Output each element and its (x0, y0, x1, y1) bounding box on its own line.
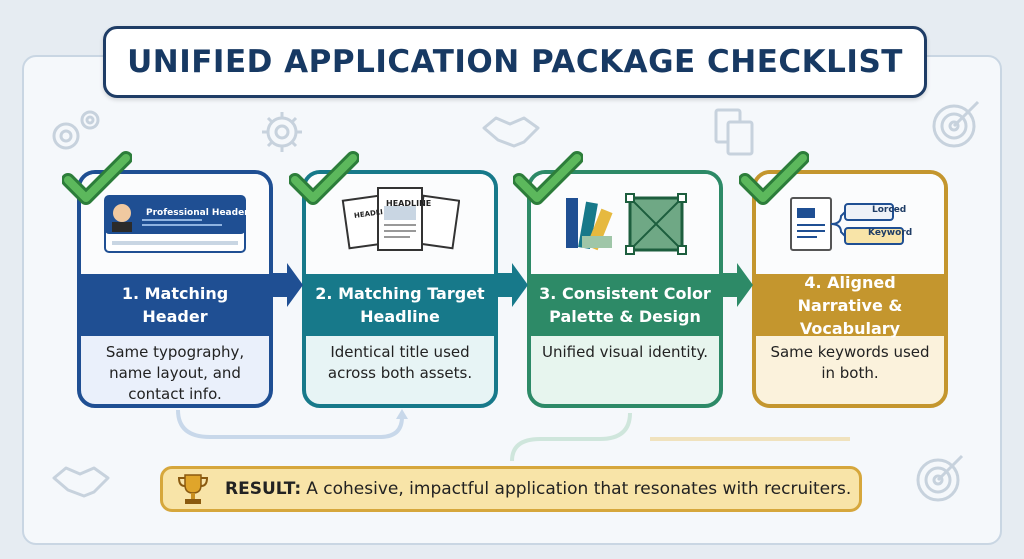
gear-icon (262, 112, 302, 152)
step-heading: 3. Consistent Color Palette & Design (531, 274, 719, 336)
resume-header-icon (104, 195, 246, 253)
headline-doc-label: HEADLINE (386, 199, 432, 208)
checkmark-icon (513, 151, 583, 205)
header-card-label: Professional Header (146, 208, 249, 218)
step-description: Identical title used across both assets. (327, 343, 473, 382)
flow-connector (176, 409, 850, 462)
arrow-right-icon (498, 263, 528, 307)
color-palette-icon (566, 193, 687, 255)
handshake-icon (482, 116, 540, 148)
gear-icon (52, 110, 100, 150)
step-description: Same typography, name layout, and contac… (105, 343, 245, 403)
page-title: UNIFIED APPLICATION PACKAGE CHECKLIST (103, 26, 927, 98)
step-card-2: 2. Matching Target Headline Identical ti… (302, 170, 498, 408)
step-card-3: 3. Consistent Color Palette & Design Uni… (527, 170, 723, 408)
headline-documents-icon (341, 187, 460, 251)
result-text: A cohesive, impactful application that r… (306, 479, 852, 499)
step-illustration (756, 174, 944, 274)
arrow-right-icon (723, 263, 753, 307)
checkmark-icon (62, 151, 132, 205)
keyword-tag-1: Lorced (872, 205, 907, 215)
result-label: RESULT: (225, 479, 302, 499)
keyword-document-icon (790, 197, 904, 251)
handshake-icon (52, 466, 110, 498)
step-description: Unified visual identity. (542, 343, 708, 361)
step-card-1: 1. Matching Header Same typography, name… (77, 170, 273, 408)
step-illustration (81, 174, 269, 274)
trophy-icon (177, 474, 209, 504)
arrow-right-icon (273, 263, 303, 307)
step-heading: 4. Aligned Narrative & Vocabulary (756, 273, 944, 338)
step-card-4: 4. Aligned Narrative & Vocabulary Same k… (752, 170, 948, 408)
target-icon (916, 454, 964, 502)
step-heading: 2. Matching Target Headline (306, 274, 494, 336)
checkmark-icon (739, 151, 809, 205)
step-heading: 1. Matching Header (81, 274, 269, 336)
checkmark-icon (289, 151, 359, 205)
step-illustration (306, 174, 494, 274)
result-banner: RESULT: A cohesive, impactful applicatio… (160, 466, 862, 512)
step-description: Same keywords used in both. (770, 343, 930, 382)
page-title-text: UNIFIED APPLICATION PACKAGE CHECKLIST (127, 44, 903, 80)
documents-icon (714, 108, 754, 156)
target-icon (932, 100, 980, 148)
step-illustration (531, 174, 719, 274)
keyword-tag-2: Keyword (868, 228, 913, 238)
